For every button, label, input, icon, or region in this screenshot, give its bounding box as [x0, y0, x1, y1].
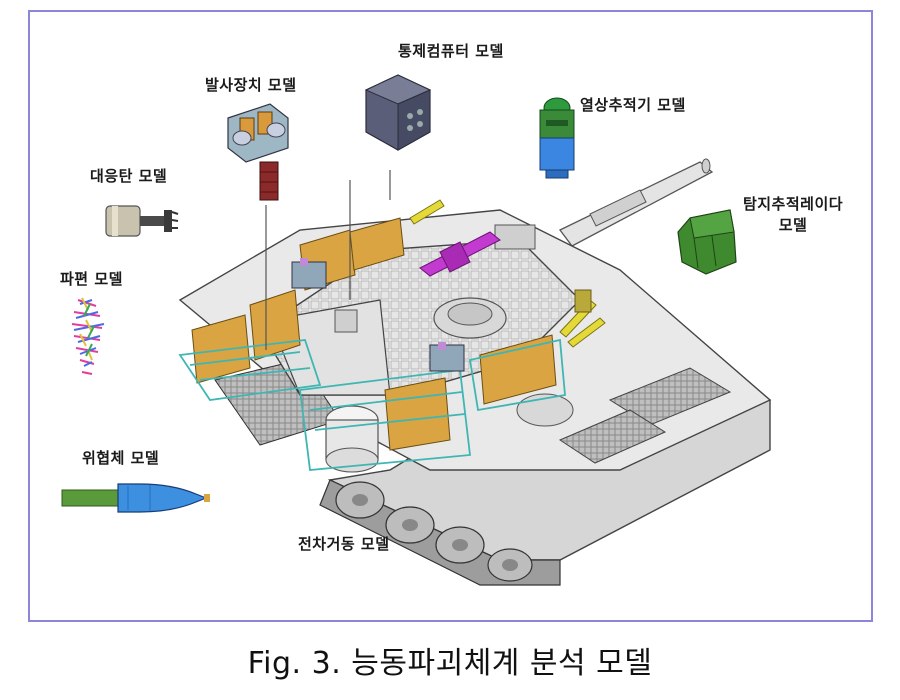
- launcher-pipe: [419, 231, 501, 277]
- cage-frame: [178, 338, 566, 471]
- label-radar: 탐지추적레이다 모델: [738, 193, 848, 235]
- countermeasure-round-icon: [105, 205, 179, 237]
- label-radar-line2: 모델: [778, 216, 808, 234]
- gun-barrel: [559, 158, 714, 247]
- radar-panel-icon: [677, 209, 737, 275]
- launcher-unit-icon: [227, 103, 289, 201]
- thermal-tracker-icon: [539, 97, 575, 179]
- label-fragment: 파편 모델: [60, 270, 123, 288]
- track-assembly: [319, 479, 561, 586]
- rpg-threat-icon: [61, 483, 210, 513]
- label-control-computer: 통제컴퓨터 모델: [398, 42, 504, 60]
- label-launcher: 발사장치 모델: [205, 76, 297, 94]
- label-tank-motion: 전차거동 모델: [298, 535, 390, 553]
- mounted-launcher-units: [291, 258, 465, 372]
- label-thermal-tracker: 열상추적기 모델: [580, 96, 686, 114]
- label-countermeasure: 대응탄 모델: [90, 167, 168, 185]
- figure-caption: Fig. 3. 능동파괴체계 분석 모델: [247, 646, 653, 681]
- engine-grille: [516, 367, 732, 464]
- label-radar-line1: 탐지추적레이다: [742, 195, 844, 213]
- label-threat: 위협체 모델: [82, 449, 160, 467]
- computer-unit-icon: [364, 74, 432, 151]
- tank-model-icon: [178, 158, 772, 586]
- fragment-cloud-icon: [71, 297, 105, 375]
- yellow-sensors: [409, 199, 606, 348]
